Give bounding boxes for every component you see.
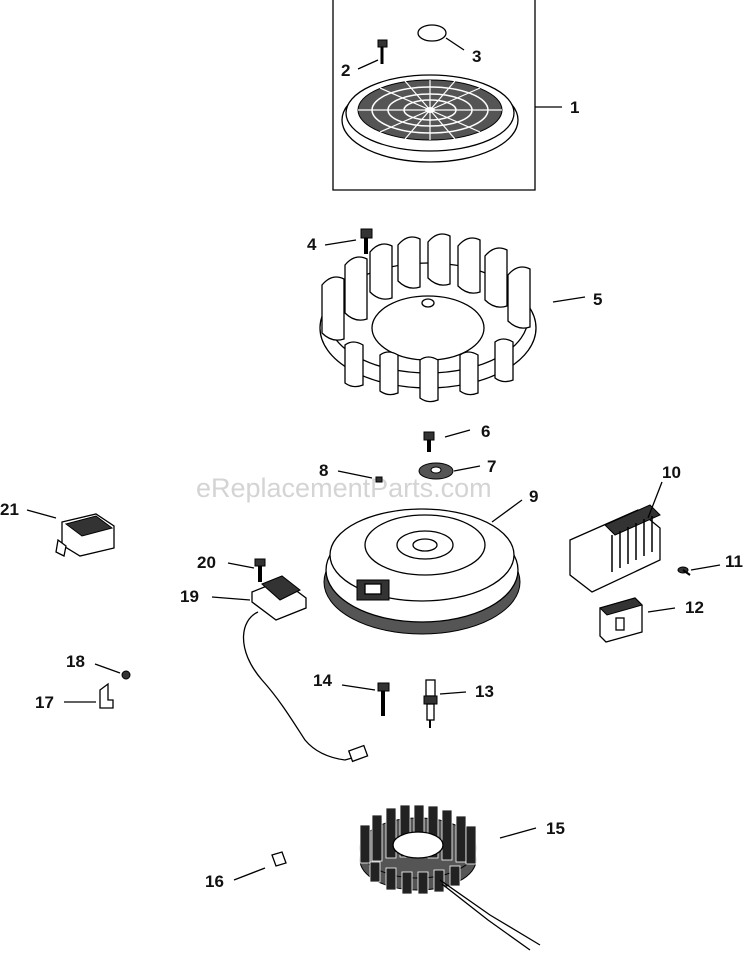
- callouts: 1 2 3 4 5 6 8 7 9 10 11 12 13 14 15 16 1…: [0, 47, 743, 891]
- part-bracket: [99, 682, 114, 709]
- callout-4: 4: [307, 235, 317, 254]
- callout-2: 2: [341, 61, 350, 80]
- callout-14: 14: [313, 671, 332, 690]
- callout-7: 7: [487, 457, 496, 476]
- part-rectifier: [569, 504, 661, 593]
- callout-19: 19: [180, 587, 199, 606]
- callout-1: 1: [570, 98, 579, 117]
- part-connector: [599, 597, 643, 643]
- callout-9: 9: [529, 487, 538, 506]
- callout-10: 10: [662, 463, 681, 482]
- callout-18: 18: [66, 652, 85, 671]
- callout-17: 17: [35, 693, 54, 712]
- part-screw-11: [677, 566, 691, 576]
- leader-lines: [26, 37, 721, 881]
- part-bolt-4: [360, 228, 373, 254]
- callout-13: 13: [475, 682, 494, 701]
- part-fan: [319, 233, 537, 403]
- part-nut: [121, 670, 131, 680]
- part-washer: [418, 462, 454, 480]
- callout-16: 16: [205, 872, 224, 891]
- callout-5: 5: [593, 290, 602, 309]
- part-flywheel: [323, 508, 521, 635]
- part-screw-14: [377, 682, 390, 716]
- part-stator: [359, 804, 541, 951]
- callout-7b: 8: [319, 461, 328, 480]
- part-screw-20: [254, 558, 266, 582]
- part-decal: [417, 24, 447, 42]
- callout-3: 3: [472, 47, 481, 66]
- part-ignition-module: [242, 575, 369, 763]
- part-spark-plug: [423, 679, 438, 728]
- part-flywheel-screw: [423, 431, 435, 452]
- callout-11: 11: [725, 552, 743, 571]
- part-key: [375, 476, 383, 483]
- callout-20: 20: [197, 553, 216, 572]
- callout-12: 12: [685, 598, 704, 617]
- part-kill-switch: [55, 513, 115, 557]
- callout-21: 21: [0, 500, 19, 519]
- callout-15: 15: [546, 819, 565, 838]
- callout-6: 6: [481, 422, 490, 441]
- part-clip: [271, 851, 287, 867]
- part-screw-2: [377, 39, 388, 64]
- part-blower-screen: [332, 0, 536, 191]
